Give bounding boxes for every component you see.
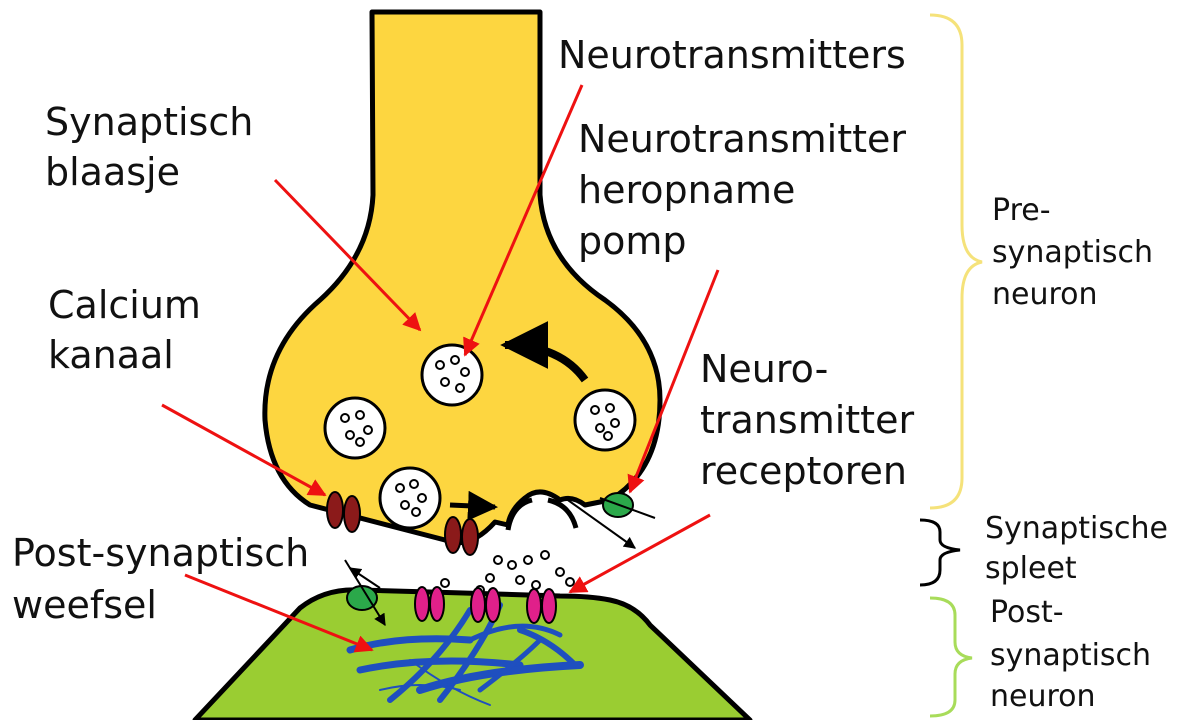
presynaptic-terminal	[265, 12, 660, 543]
label-presynaptic-2: synaptisch	[992, 235, 1153, 270]
label-synaptic-vesicle-2: blaasje	[45, 150, 180, 194]
label-presynaptic-1: Pre-	[992, 193, 1051, 228]
label-neurotransmitters: Neurotransmitters	[558, 33, 906, 77]
label-cleft-2: spleet	[985, 551, 1077, 586]
released-neurotransmitters	[441, 551, 574, 594]
cleft-brace	[920, 520, 960, 585]
label-postsynaptic-2: synaptisch	[990, 638, 1151, 673]
label-cleft-1: Synaptische	[985, 511, 1168, 546]
label-postsynaptic-1: Post-	[990, 595, 1064, 630]
postsynaptic-brace	[930, 598, 972, 716]
label-reuptake-pump-1: Neurotransmitter	[578, 117, 906, 161]
label-reuptake-pump-2: heropname	[578, 168, 795, 212]
label-synaptic-vesicle-1: Synaptisch	[45, 100, 253, 144]
label-postsynaptic-3: neuron	[990, 679, 1096, 714]
label-reuptake-pump-3: pomp	[578, 219, 687, 263]
presynaptic-brace	[930, 15, 982, 508]
label-calcium-channel-2: kanaal	[48, 333, 174, 377]
label-receptors-1: Neuro-	[700, 347, 828, 391]
label-presynaptic-3: neuron	[992, 277, 1098, 312]
label-receptors-2: transmitter	[700, 398, 914, 442]
label-postsynaptic-tissue-2: weefsel	[12, 583, 157, 627]
label-receptors-3: receptoren	[700, 449, 907, 493]
label-postsynaptic-tissue-1: Post-synaptisch	[12, 531, 309, 575]
label-calcium-channel-1: Calcium	[48, 283, 201, 327]
